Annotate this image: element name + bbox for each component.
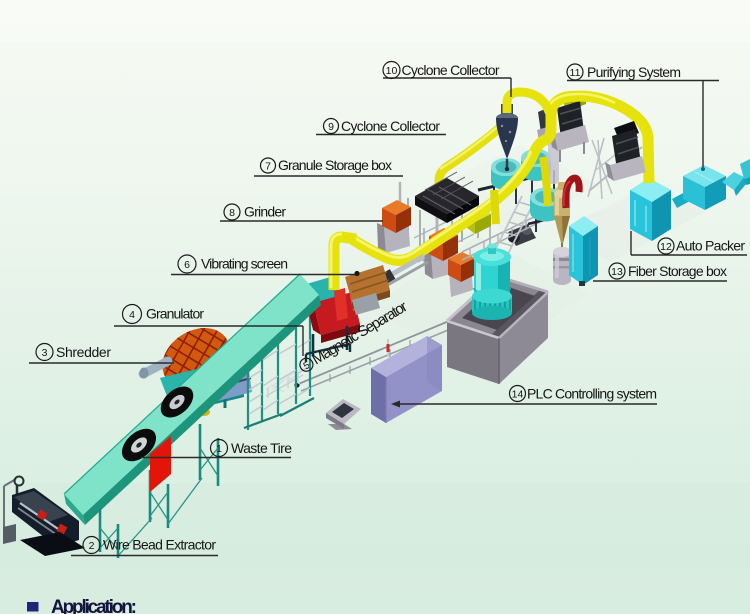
svg-text:Cyclone Collector: Cyclone Collector <box>341 118 440 134</box>
svg-text:2: 2 <box>89 540 95 552</box>
svg-text:6: 6 <box>184 259 190 271</box>
svg-text:10: 10 <box>386 65 398 77</box>
svg-text:9: 9 <box>328 121 334 133</box>
svg-text:Fiber Storage box: Fiber Storage box <box>628 263 727 279</box>
svg-text:14: 14 <box>512 389 524 401</box>
svg-text:Granulator: Granulator <box>146 306 204 322</box>
svg-text:8: 8 <box>229 207 235 219</box>
svg-text:3: 3 <box>42 347 48 359</box>
svg-text:4: 4 <box>129 309 135 321</box>
svg-text:Auto Packer: Auto Packer <box>676 238 745 254</box>
svg-text:1: 1 <box>216 443 222 455</box>
svg-text:Vibrating screen: Vibrating screen <box>201 256 288 272</box>
svg-text:Wire Bead Extractor: Wire Bead Extractor <box>103 537 216 553</box>
svg-text:Cyclone Collector: Cyclone Collector <box>402 62 500 78</box>
svg-text:Grinder: Grinder <box>244 204 286 220</box>
svg-text:5: 5 <box>302 360 313 373</box>
svg-text:PLC Controlling system: PLC Controlling system <box>527 386 657 402</box>
svg-text:Application:: Application: <box>51 597 137 614</box>
svg-text:7: 7 <box>265 161 271 173</box>
svg-text:11: 11 <box>570 67 581 79</box>
svg-text:12: 12 <box>660 241 672 253</box>
svg-text:13: 13 <box>611 266 623 278</box>
svg-text:Granule Storage box: Granule Storage box <box>278 157 392 173</box>
svg-text:Waste Tire: Waste Tire <box>231 440 292 456</box>
svg-text:Shredder: Shredder <box>56 344 111 360</box>
svg-text:Purifying System: Purifying System <box>587 64 681 80</box>
